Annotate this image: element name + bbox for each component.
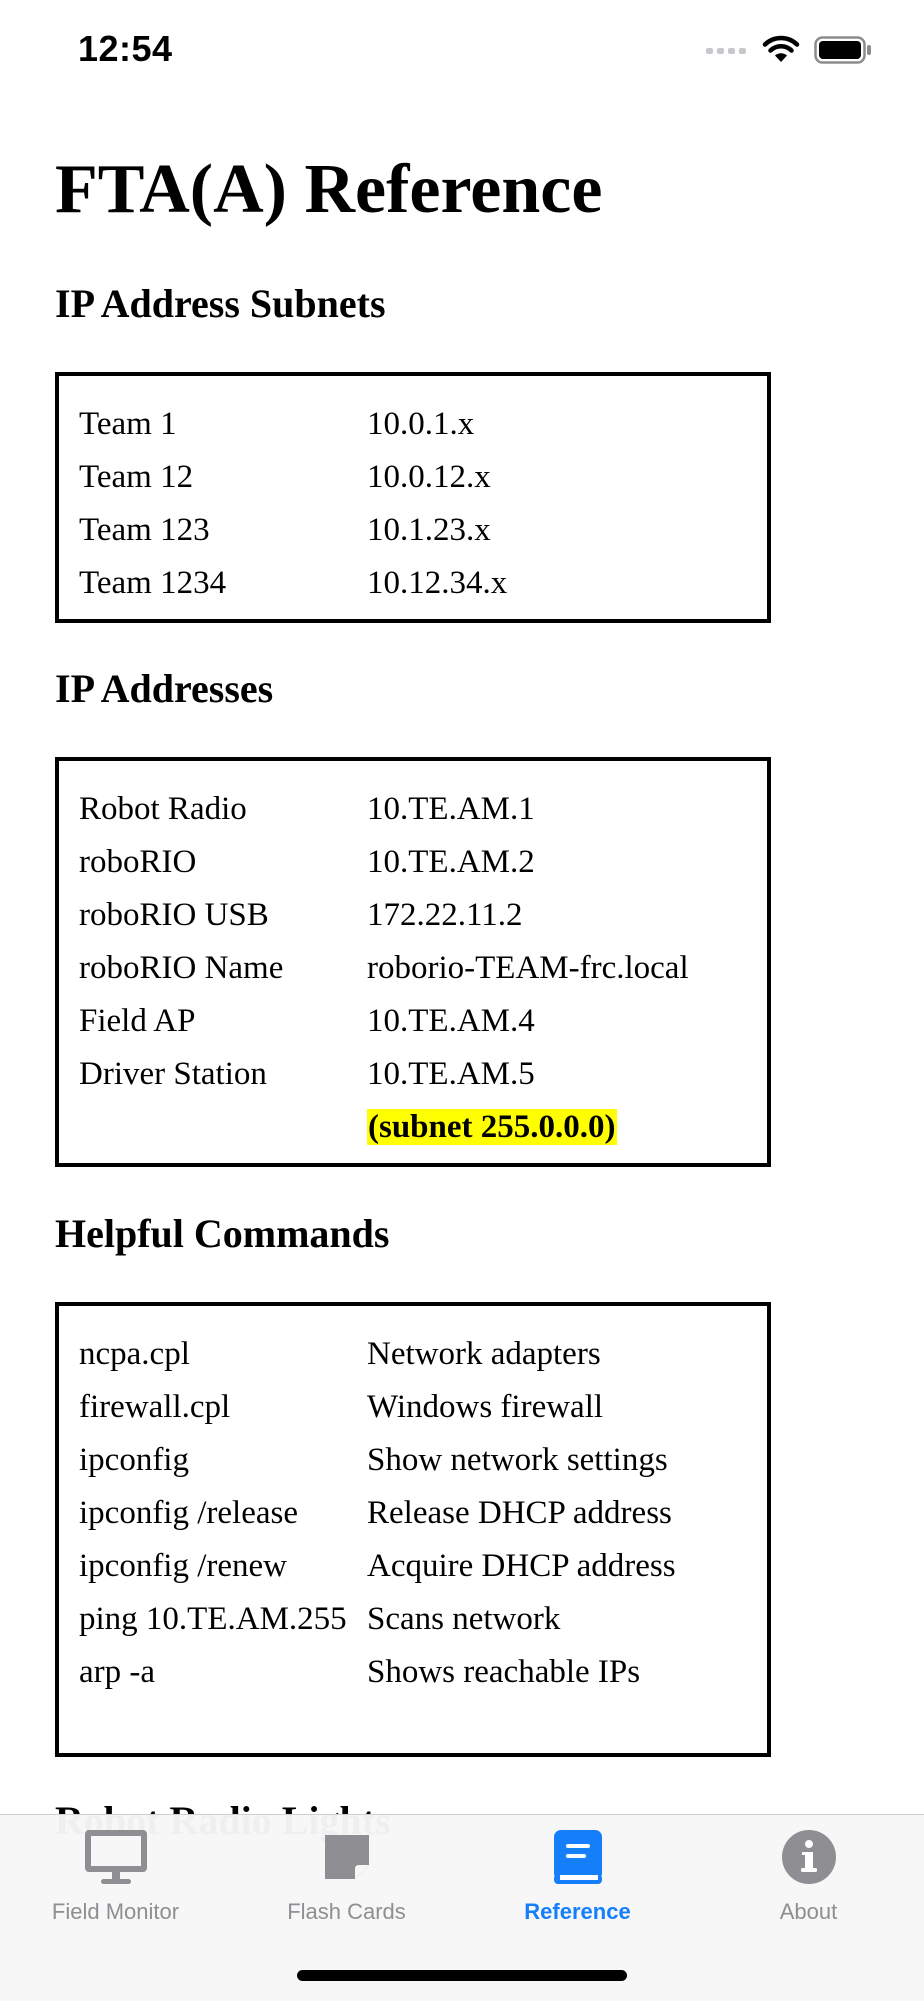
row-key: roboRIO xyxy=(79,844,197,880)
table-row: Driver Station 10.TE.AM.5 xyxy=(79,1048,757,1101)
row-value: 10.TE.AM.2 xyxy=(367,844,535,880)
table-row: ipconfig /renew Acquire DHCP address xyxy=(79,1540,757,1593)
ip-addresses-box: Robot Radio 10.TE.AM.1 roboRIO 10.TE.AM.… xyxy=(55,757,771,1167)
row-key: ipconfig /release xyxy=(79,1495,298,1531)
tab-label: Field Monitor xyxy=(51,1899,180,1924)
row-value: 10.0.12.x xyxy=(367,459,491,495)
tab-flash-cards[interactable]: Flash Cards xyxy=(231,1827,462,1937)
row-value: 10.12.34.x xyxy=(367,565,508,601)
row-value: 10.0.1.x xyxy=(367,406,475,442)
row-key: ping 10.TE.AM.255 xyxy=(79,1601,347,1637)
table-row: ipconfig Show network settings xyxy=(79,1434,757,1487)
table-row: Team 12 10.0.12.x xyxy=(79,451,757,504)
table-row: roboRIO 10.TE.AM.2 xyxy=(79,836,757,889)
row-key: Robot Radio xyxy=(79,791,247,827)
table-row: Team 123 10.1.23.x xyxy=(79,504,757,557)
row-value: Scans network xyxy=(367,1601,561,1637)
row-key: ipconfig xyxy=(79,1442,189,1478)
row-value: Windows firewall xyxy=(367,1389,604,1425)
tab-label: Flash Cards xyxy=(287,1899,406,1924)
row-value: Shows reachable IPs xyxy=(367,1654,641,1690)
table-row: Team 1234 10.12.34.x xyxy=(79,557,757,610)
row-key: Team 12 xyxy=(79,459,194,495)
row-key: ipconfig /renew xyxy=(79,1548,288,1584)
book-icon xyxy=(543,1827,613,1887)
section-title-ip-addresses: IP Addresses xyxy=(55,666,274,711)
table-row: firewall.cpl Windows firewall xyxy=(79,1381,757,1434)
row-key: firewall.cpl xyxy=(79,1389,231,1425)
tab-reference[interactable]: Reference xyxy=(462,1827,693,1937)
tab-field-monitor[interactable]: Field Monitor xyxy=(0,1827,231,1937)
desktop-icon xyxy=(81,1827,151,1887)
ip-subnets-box: Team 1 10.0.1.x Team 12 10.0.12.x Team 1… xyxy=(55,372,771,623)
tab-label: Reference xyxy=(524,1899,631,1924)
table-row: roboRIO Name roborio-TEAM-frc.local xyxy=(79,942,757,995)
status-bar: 12:54 xyxy=(0,0,924,100)
home-indicator xyxy=(297,1970,627,1981)
sticky-note-icon xyxy=(312,1827,382,1887)
table-row: Robot Radio 10.TE.AM.1 xyxy=(79,783,757,836)
row-key: roboRIO USB xyxy=(79,897,269,933)
table-row: roboRIO USB 172.22.11.2 xyxy=(79,889,757,942)
row-value: 10.TE.AM.4 xyxy=(367,1003,535,1039)
row-value: Network adapters xyxy=(367,1336,601,1372)
row-key: ncpa.cpl xyxy=(79,1336,190,1372)
tab-about[interactable]: About xyxy=(693,1827,924,1937)
status-icons xyxy=(706,32,872,72)
table-row: ncpa.cpl Network adapters xyxy=(79,1328,757,1381)
table-row: (subnet 255.0.0.0) xyxy=(79,1101,757,1154)
table-row: ipconfig /release Release DHCP address xyxy=(79,1487,757,1540)
tab-bar: Field Monitor Flash Cards Reference xyxy=(0,1814,924,2001)
helpful-commands-table: ncpa.cpl Network adapters firewall.cpl W… xyxy=(79,1328,757,1699)
section-title-ip-subnets: IP Address Subnets xyxy=(55,281,386,326)
row-key: arp -a xyxy=(79,1654,156,1690)
row-value: Acquire DHCP address xyxy=(367,1548,676,1584)
table-row: ping 10.TE.AM.255 Scans network xyxy=(79,1593,757,1646)
section-title-helpful-commands: Helpful Commands xyxy=(55,1211,390,1256)
ip-addresses-table: Robot Radio 10.TE.AM.1 roboRIO 10.TE.AM.… xyxy=(79,783,757,1154)
row-value: 10.1.23.x xyxy=(367,512,491,548)
status-time: 12:54 xyxy=(78,28,173,69)
row-value: 10.TE.AM.1 xyxy=(367,791,535,827)
row-key: roboRIO Name xyxy=(79,950,284,986)
helpful-commands-box: ncpa.cpl Network adapters firewall.cpl W… xyxy=(55,1302,771,1757)
row-value: 172.22.11.2 xyxy=(367,897,523,933)
info-circle-icon xyxy=(774,1827,844,1887)
table-row: Field AP 10.TE.AM.4 xyxy=(79,995,757,1048)
row-value: Show network settings xyxy=(367,1442,668,1478)
row-key: Team 123 xyxy=(79,512,210,548)
battery-icon xyxy=(814,35,872,69)
ip-subnets-table: Team 1 10.0.1.x Team 12 10.0.12.x Team 1… xyxy=(79,398,757,610)
wifi-icon xyxy=(762,35,800,70)
cellular-signal-icon xyxy=(706,43,748,62)
row-key-empty xyxy=(79,1101,367,1154)
row-key: Team 1234 xyxy=(79,565,227,601)
row-key: Team 1 xyxy=(79,406,177,442)
page-title: FTA(A) Reference xyxy=(55,151,603,228)
row-value: Release DHCP address xyxy=(367,1495,672,1531)
row-key: Field AP xyxy=(79,1003,196,1039)
tab-label: About xyxy=(779,1899,838,1924)
row-key: Driver Station xyxy=(79,1056,267,1092)
row-value: roborio-TEAM-frc.local xyxy=(367,950,689,986)
subnet-note-cell: (subnet 255.0.0.0) xyxy=(367,1101,757,1154)
subnet-highlight: (subnet 255.0.0.0) xyxy=(367,1109,617,1145)
table-row: arp -a Shows reachable IPs xyxy=(79,1646,757,1699)
table-row: Team 1 10.0.1.x xyxy=(79,398,757,451)
row-value: 10.TE.AM.5 xyxy=(367,1056,535,1092)
